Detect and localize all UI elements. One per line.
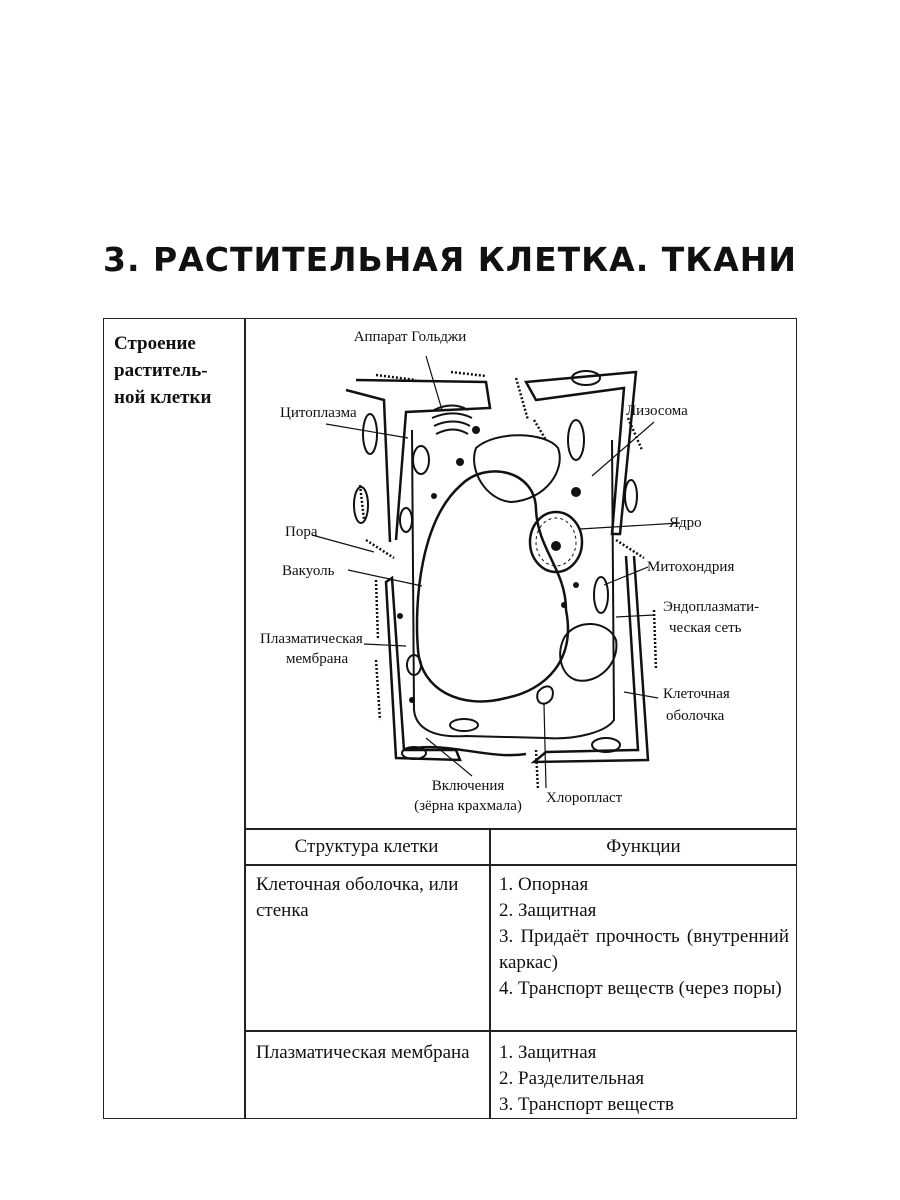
table-row-structure: Плазматическая мембрана bbox=[256, 1040, 481, 1066]
label-inclusions-1: Включения bbox=[432, 778, 505, 794]
table-row-divider bbox=[244, 1030, 797, 1032]
table-header-structure: Структура клетки bbox=[244, 836, 489, 858]
label-plasma-1: Плазматическая bbox=[260, 631, 363, 647]
table-header-functions: Функции bbox=[490, 836, 797, 858]
nucleus bbox=[530, 512, 582, 572]
upper-vacuole bbox=[474, 435, 560, 502]
label-mitochondrion: Митохондрия bbox=[647, 559, 734, 575]
table-header-border bbox=[244, 864, 797, 866]
label-cytoplasm: Цитоплазма bbox=[280, 405, 357, 421]
table-row-functions: 1. Защитная 2. Разделительная 3. Транспо… bbox=[499, 1040, 789, 1118]
label-pore: Пора bbox=[285, 524, 318, 540]
table-row-structure: Клеточная оболочка, или стенка bbox=[256, 872, 481, 924]
label-chloroplast: Хлоропласт bbox=[546, 790, 623, 806]
label-er-1: Эндоплазмати- bbox=[663, 599, 759, 615]
chloroplast bbox=[537, 686, 553, 703]
label-wall-1: Клеточная bbox=[663, 686, 730, 702]
function-item: 2. Разделительная bbox=[499, 1066, 789, 1092]
table-column-divider bbox=[489, 828, 491, 1119]
label-wall-2: оболочка bbox=[666, 708, 725, 724]
table-row-functions: 1. Опорная 2. Защитная 3. Придаёт прочно… bbox=[499, 872, 789, 1002]
lower-vacuole bbox=[560, 624, 616, 681]
page-title: 3. РАСТИТЕЛЬНАЯ КЛЕТКА. ТКАНИ bbox=[0, 240, 900, 279]
label-nucleus: Ядро bbox=[669, 515, 702, 531]
function-item: 1. Защитная bbox=[499, 1040, 789, 1066]
vacuole bbox=[417, 471, 568, 701]
function-item: 3. Придаёт прочность (внутренний каркас) bbox=[499, 924, 789, 976]
function-item: 1. Опорная bbox=[499, 872, 789, 898]
function-item: 4. Транспорт веществ (через поры) bbox=[499, 976, 789, 1002]
label-er-2: ческая сеть bbox=[669, 620, 742, 636]
label-leader-lines bbox=[312, 356, 680, 788]
table-top-border bbox=[244, 828, 797, 830]
plant-cell-diagram: Аппарат Гольджи Цитоплазма Лизосома Ядро… bbox=[246, 320, 796, 828]
label-lysosome: Лизосома bbox=[626, 403, 688, 419]
function-item: 3. Транспорт веществ bbox=[499, 1092, 789, 1118]
function-item: 2. Защитная bbox=[499, 898, 789, 924]
section-label: Строение раститель- ной клетки bbox=[114, 330, 239, 411]
label-vacuole: Вакуоль bbox=[282, 563, 335, 579]
label-golgi: Аппарат Гольджи bbox=[354, 329, 467, 345]
label-inclusions-2: (зёрна крахмала) bbox=[414, 798, 522, 814]
cell-wall bbox=[346, 372, 648, 762]
label-plasma-2: мембрана bbox=[286, 651, 348, 667]
